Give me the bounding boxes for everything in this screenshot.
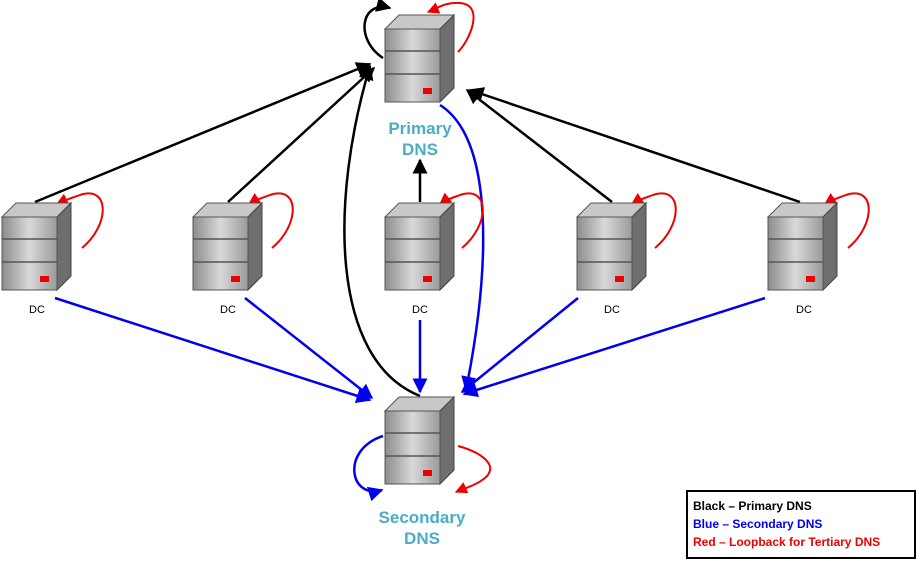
dc1-to-secondary <box>54 296 372 403</box>
secondary-dns-server <box>383 395 456 486</box>
secondary-to-primary <box>343 64 421 398</box>
primary-self-loop <box>363 0 392 60</box>
dc-server-2 <box>191 201 264 292</box>
dc1-to-primary <box>34 62 372 204</box>
primary-dns-label: Primary DNS <box>370 118 470 160</box>
dc-server-5 <box>766 201 839 292</box>
primary-label-line1: Primary <box>388 119 452 138</box>
dc-label-3: DC <box>412 304 428 316</box>
primary-loopback <box>426 1 475 53</box>
dc5-to-secondary <box>462 296 766 398</box>
dc4-to-secondary <box>460 297 579 393</box>
secondary-label-line2: DNS <box>404 529 440 548</box>
dc-server-1 <box>0 201 73 292</box>
dc4-to-primary <box>465 89 613 203</box>
dc5-to-primary <box>468 87 801 204</box>
dc3-loopback <box>439 192 484 249</box>
dc2-loopback <box>248 192 294 249</box>
dc1-loopback <box>55 192 104 249</box>
secondary-label-line1: Secondary <box>378 508 466 527</box>
dc2-to-primary <box>227 66 376 203</box>
secondary-self-loop <box>353 434 384 502</box>
primary-dns-server <box>383 13 456 104</box>
dc-label-2: DC <box>220 304 236 316</box>
dc-server-4 <box>575 201 648 292</box>
dc2-to-secondary <box>244 297 374 399</box>
legend-red: Red – Loopback for Tertiary DNS <box>693 535 881 549</box>
dc4-loopback <box>631 192 677 249</box>
dc5-loopback <box>824 192 870 249</box>
secondary-dns-label: Secondary DNS <box>362 507 482 549</box>
tertiary-loopbacks <box>55 1 870 494</box>
legend-blue: Blue – Secondary DNS <box>693 517 823 531</box>
primary-dns-links <box>34 0 801 398</box>
legend: Black – Primary DNS Blue – Secondary DNS… <box>686 490 916 559</box>
secondary-loopback <box>454 445 492 494</box>
dc-label-1: DC <box>29 304 45 316</box>
primary-label-line2: DNS <box>402 140 438 159</box>
legend-black: Black – Primary DNS <box>693 499 812 513</box>
dc-label-4: DC <box>604 304 620 316</box>
dc-server-3 <box>383 201 456 292</box>
dc-label-5: DC <box>796 304 812 316</box>
